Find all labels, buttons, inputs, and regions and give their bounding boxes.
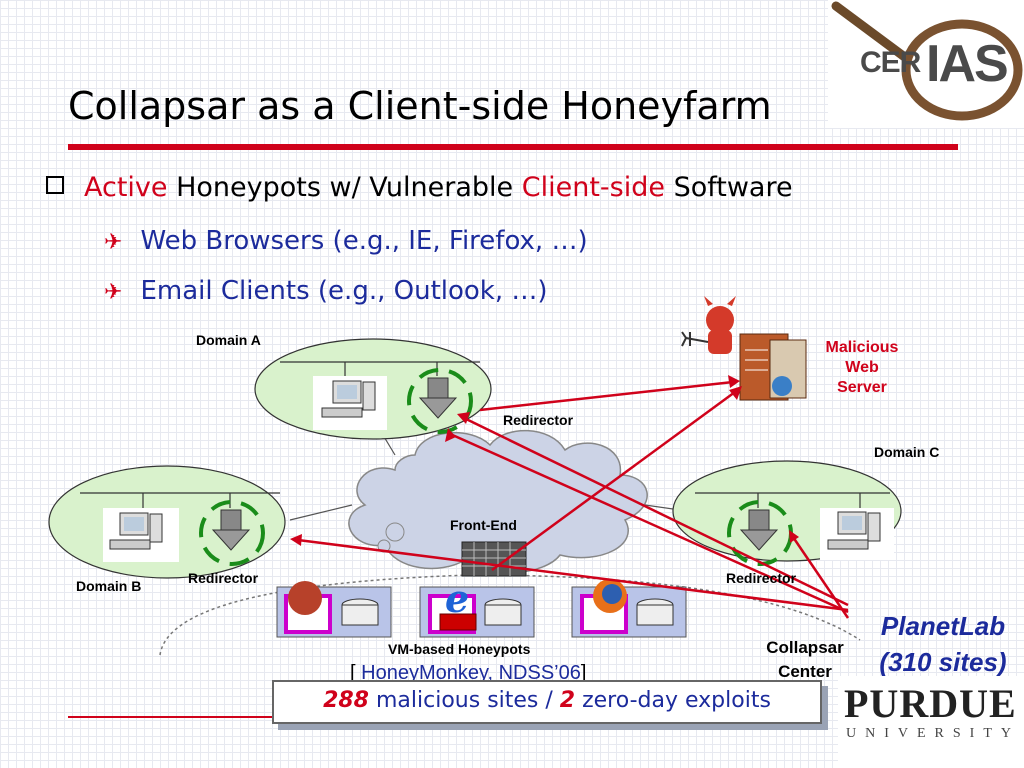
logo-ias-text: IAS	[926, 35, 1009, 93]
internet-cloud	[348, 429, 648, 574]
reference-citation: [ HoneyMonkey, NDSS’06]	[350, 662, 586, 685]
redirector-a-icon	[407, 368, 473, 434]
bullet-sub-email: ✈ Email Clients (e.g., Outlook, …)	[104, 276, 548, 306]
domain-b-label: Domain B	[76, 578, 142, 594]
vm-honeypot-3	[571, 579, 687, 638]
bullet-main-clientside: Client-side	[521, 172, 665, 203]
purdue-logo-name: PURDUE	[844, 681, 1017, 726]
airplane-bullet-icon: ✈	[104, 230, 123, 255]
redirector-b-icon	[199, 500, 265, 566]
purdue-logo-sub: UNIVERSITY	[846, 726, 1020, 741]
planetlab-line2: (310 sites)	[879, 647, 1007, 677]
svg-text:e: e	[445, 576, 469, 621]
cerias-logo	[828, 0, 1024, 128]
devil-icon	[681, 296, 736, 354]
attack-arrows	[290, 375, 850, 619]
malicious-line3: Server	[837, 379, 887, 396]
square-bullet-icon	[46, 176, 64, 194]
planetlab-label: PlanetLab (310 sites)	[858, 608, 1024, 680]
bullet-main: Active Honeypots w/ Vulnerable Client-si…	[46, 172, 793, 203]
malicious-server-label: Malicious Web Server	[808, 338, 916, 398]
bullet-sub-browsers-text: Web Browsers (e.g., IE, Firefox, …)	[140, 226, 588, 256]
domain-c-label: Domain C	[874, 444, 940, 460]
planetlab-line1: PlanetLab	[880, 611, 1006, 641]
slide-title: Collapsar as a Client-side Honeyfarm	[68, 84, 772, 128]
logo-cer-text: CER	[860, 46, 921, 79]
stats-text: 288 malicious sites / 2 zero-day exploit…	[274, 688, 820, 713]
vm-honeypots-label: VM-based Honeypots	[388, 641, 531, 657]
domain-c-ellipse	[672, 460, 902, 566]
collapsar-center-boundary	[159, 574, 861, 656]
domain-a-ellipse	[254, 338, 492, 440]
magnifier-icon	[831, 1, 1023, 121]
stats-text1: malicious sites /	[369, 688, 560, 713]
ref-open-bracket: [	[350, 662, 362, 684]
malicious-line2: Web	[845, 359, 879, 376]
vm-honeypot-1	[276, 581, 392, 638]
airplane-bullet-icon: ✈	[104, 280, 123, 305]
collapsar-center-label: Collapsar Center	[750, 636, 860, 684]
center-line1: Collapsar	[766, 638, 844, 657]
stats-text2: zero-day exploits	[575, 688, 771, 713]
ref-text: HoneyMonkey, NDSS’06	[361, 662, 581, 684]
center-line2: Center	[778, 662, 832, 681]
domain-b-ellipse	[48, 465, 286, 579]
vm-honeypot-2: e	[419, 576, 535, 638]
stats-num1: 288	[323, 688, 369, 713]
redirector-a-label: Redirector	[503, 412, 574, 428]
purdue-logo	[838, 676, 1024, 768]
bullet-sub-email-text: Email Clients (e.g., Outlook, …)	[140, 276, 548, 306]
link-domain-b	[289, 504, 353, 521]
bullet-sub-browsers: ✈ Web Browsers (e.g., IE, Firefox, …)	[104, 226, 588, 256]
stats-callout: 288 malicious sites / 2 zero-day exploit…	[272, 680, 822, 724]
malicious-line1: Malicious	[825, 339, 899, 356]
stats-num2: 2	[559, 688, 576, 713]
bullet-main-active: Active	[84, 172, 168, 203]
server-icon	[739, 333, 807, 401]
redirector-c-label: Redirector	[726, 570, 797, 586]
bullet-main-text2: Software	[664, 172, 793, 203]
front-end-label: Front-End	[450, 517, 517, 533]
redirector-b-label: Redirector	[188, 570, 259, 586]
title-divider	[68, 144, 958, 150]
front-end-switch-icon	[461, 541, 527, 577]
ref-close-bracket: ]	[580, 662, 587, 684]
domain-a-label: Domain A	[196, 332, 261, 348]
bullet-main-text1: Honeypots w/ Vulnerable	[167, 172, 522, 203]
